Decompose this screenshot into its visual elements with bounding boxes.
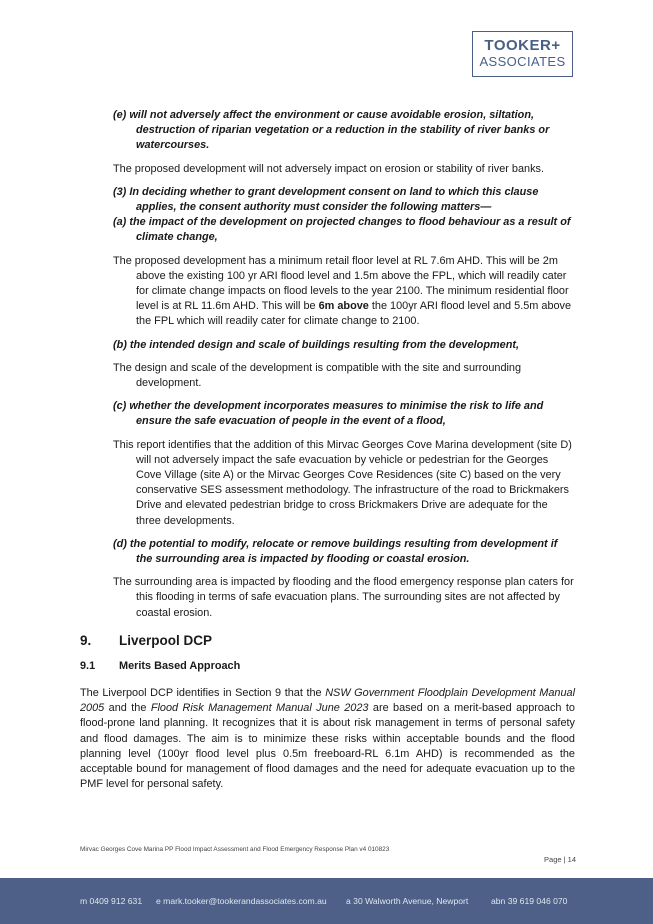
logo-line1: TOOKER+	[484, 37, 561, 54]
contact-bar: m 0409 912 631 e mark.tooker@tookerandas…	[0, 878, 653, 924]
criterion-d: (d) the potential to modify, relocate or…	[113, 537, 558, 566]
company-logo: TOOKER+ ASSOCIATES	[472, 31, 573, 77]
criterion-b-response: The design and scale of the development …	[113, 361, 522, 390]
criterion-d-response: The surrounding area is impacted by floo…	[113, 576, 574, 619]
para-text3: are based on a merit-based approach to f…	[80, 702, 575, 791]
criterion-e: (e) will not adversely affect the enviro…	[113, 109, 550, 152]
criterion-c-response: This report identifies that the addition…	[113, 438, 572, 527]
criterion-a-text2: the 100yr ARI flood level and 5.5m above…	[136, 300, 572, 328]
contact-address: a 30 Walworth Avenue, Newport	[346, 896, 469, 906]
section-9-number: 9.	[80, 632, 92, 648]
criterion-e-response: The proposed development will not advers…	[113, 162, 544, 175]
criterion-a-bold: 6m above	[318, 300, 369, 313]
para-italic2: Flood Risk Management Manual June 2023	[150, 702, 369, 715]
criterion-b: (b) the intended design and scale of bui…	[113, 338, 520, 351]
criterion-a-text1: The proposed development has a minimum r…	[113, 254, 569, 313]
document-body: (e) will not adversely affect the enviro…	[80, 108, 575, 792]
clause-3: (3) In deciding whether to grant develop…	[113, 185, 539, 214]
criterion-a: (a) the impact of the development on pro…	[113, 216, 571, 244]
page-number: Page | 14	[544, 855, 576, 864]
section-9-1-number: 9.1	[80, 659, 96, 672]
logo-line2: ASSOCIATES	[479, 54, 566, 69]
para-text1: The Liverpool DCP identifies in Section …	[80, 686, 326, 699]
contact-phone: m 0409 912 631	[80, 896, 143, 906]
section-9-title: Liverpool DCP	[119, 632, 213, 648]
contact-abn: abn 39 619 046 070	[491, 896, 568, 906]
para-text2: and the	[104, 702, 151, 715]
section-9-1-title: Merits Based Approach	[119, 659, 241, 672]
footer-document-title: Mirvac Georges Cove Marina PP Flood Impa…	[80, 846, 390, 853]
criterion-c: (c) whether the development incorporates…	[113, 400, 544, 428]
contact-email: e mark.tooker@tookerandassociates.com.au	[156, 896, 327, 906]
section-9-1-paragraph: The Liverpool DCP identifies in Section …	[80, 686, 575, 792]
para-italic1: NSW Government Floodplain Development Ma…	[80, 686, 576, 715]
section-heading-9: 9. Liverpool DCP	[80, 633, 575, 648]
criterion-a-response: The proposed development has a minimum r…	[113, 254, 575, 330]
section-heading-9-1: 9.1 Merits Based Approach	[80, 660, 575, 672]
